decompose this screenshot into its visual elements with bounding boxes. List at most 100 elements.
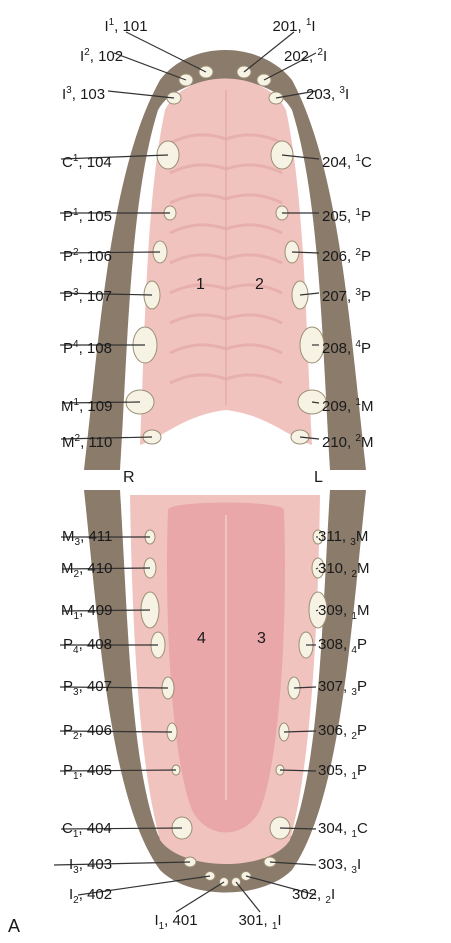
tooth-id: 210 [322, 434, 347, 451]
tooth-label-204: 204, 1C [322, 150, 372, 172]
tooth-label-210: 210, 2M [322, 430, 373, 452]
tooth-id: 410 [87, 560, 112, 577]
tooth-index: 2 [75, 433, 81, 444]
tooth-label-304: 304, 1C [318, 820, 368, 844]
quadrant-1-label: 1 [196, 276, 205, 294]
tooth-symbol: C [62, 154, 73, 171]
tooth-index: 3 [75, 537, 81, 548]
tooth-label-311: 311, 3M [318, 528, 368, 552]
tooth-symbol: P [63, 208, 73, 225]
tooth-id: 206 [322, 248, 347, 265]
tooth-label-208: 208, 4P [322, 336, 371, 358]
tooth-id: 310 [318, 560, 343, 577]
tooth-symbol: P [361, 208, 371, 225]
tooth-symbol: I [345, 86, 349, 103]
tooth-label-205: 205, 1P [322, 204, 371, 226]
tooth-symbol: I [311, 18, 315, 35]
quadrant-2-label: 2 [255, 276, 264, 294]
tooth-index: 1 [73, 153, 79, 164]
quadrant-4-label: 4 [197, 630, 206, 648]
tooth-id: 107 [87, 288, 112, 305]
tooth-index: 2 [74, 569, 80, 580]
tooth-index: 3 [73, 865, 79, 876]
tooth-id: 405 [87, 762, 112, 779]
tooth-id: 404 [87, 820, 112, 837]
tooth-label-306: 306, 2P [318, 722, 367, 746]
tooth-label-403: I3, 403 [69, 856, 112, 880]
tooth-symbol: P [361, 248, 371, 265]
tooth-label-109: M1, 109 [61, 394, 112, 416]
tooth-label-110: M2, 110 [62, 430, 112, 452]
tooth-id: 109 [87, 398, 112, 415]
tooth-id: 103 [80, 86, 105, 103]
tooth-label-302: 302, 2I [292, 886, 335, 910]
tooth-symbol: C [361, 154, 372, 171]
tooth-index: 2 [73, 247, 79, 258]
tooth-label-101: I1, 101 [104, 14, 147, 36]
tooth-label-409: M1, 409 [61, 602, 112, 626]
tooth-symbol: P [63, 722, 73, 739]
quadrant-3-label: 3 [257, 630, 266, 648]
tooth-id: 407 [87, 678, 112, 695]
tooth-id: 305 [318, 762, 343, 779]
tooth-label-207: 207, 3P [322, 284, 371, 306]
tooth-label-103: I3, 103 [62, 82, 105, 104]
tooth-symbol: M [356, 528, 369, 545]
tooth-id: 110 [88, 434, 112, 451]
tooth-index: 1 [73, 829, 79, 840]
tooth-id: 203 [306, 86, 331, 103]
tooth-label-102: I2, 102 [80, 44, 123, 66]
tooth-symbol: P [357, 722, 367, 739]
tooth-label-309: 309, 1M [318, 602, 369, 626]
tooth-symbol: M [361, 434, 374, 451]
tooth-label-310: 310, 2M [318, 560, 369, 584]
tooth-index: 1 [159, 921, 165, 932]
tooth-symbol: P [361, 340, 371, 357]
tooth-label-407: P3, 407 [63, 678, 112, 702]
tooth-index: 1 [109, 17, 115, 28]
tooth-symbol: M [62, 434, 75, 451]
tooth-id: 411 [88, 528, 112, 545]
tooth-index: 2 [84, 47, 90, 58]
tooth-label-307: 307, 3P [318, 678, 367, 702]
tooth-symbol: P [63, 762, 73, 779]
tooth-symbol: C [62, 820, 73, 837]
tooth-label-401: I1, 401 [154, 912, 197, 936]
tooth-symbol: M [62, 528, 75, 545]
tooth-id: 307 [318, 678, 343, 695]
tooth-id: 204 [322, 154, 347, 171]
tooth-index: 4 [73, 339, 79, 350]
tooth-symbol: P [357, 762, 367, 779]
tooth-symbol: M [61, 398, 74, 415]
tooth-id: 309 [318, 602, 343, 619]
tooth-symbol: P [63, 248, 73, 265]
tooth-index: 1 [74, 611, 80, 622]
tooth-symbol: M [357, 602, 370, 619]
tooth-label-301: 301, 1I [238, 912, 281, 936]
tooth-id: 209 [322, 398, 347, 415]
tooth-index: 2 [73, 731, 79, 742]
tooth-id: 302 [292, 886, 317, 903]
tooth-symbol: I [277, 912, 281, 929]
tooth-symbol: P [63, 678, 73, 695]
tooth-symbol: P [357, 636, 367, 653]
tooth-id: 408 [87, 636, 112, 653]
tooth-label-406: P2, 406 [63, 722, 112, 746]
tooth-label-202: 202, 2I [284, 44, 327, 66]
tooth-id: 406 [87, 722, 112, 739]
tooth-id: 311 [318, 528, 342, 545]
tooth-label-209: 209, 1M [322, 394, 373, 416]
tooth-index: 4 [73, 645, 79, 656]
tooth-symbol: I [357, 856, 361, 873]
leader-line [126, 32, 206, 72]
tooth-label-411: M3, 411 [62, 528, 112, 552]
tooth-symbol: M [361, 398, 374, 415]
tooth-id: 101 [123, 18, 148, 35]
tooth-label-402: I2, 402 [69, 886, 112, 910]
tooth-label-206: 206, 2P [322, 244, 371, 266]
tooth-id: 202 [284, 48, 309, 65]
tooth-symbol: P [63, 636, 73, 653]
tooth-symbol: P [357, 678, 367, 695]
tooth-id: 105 [87, 208, 112, 225]
